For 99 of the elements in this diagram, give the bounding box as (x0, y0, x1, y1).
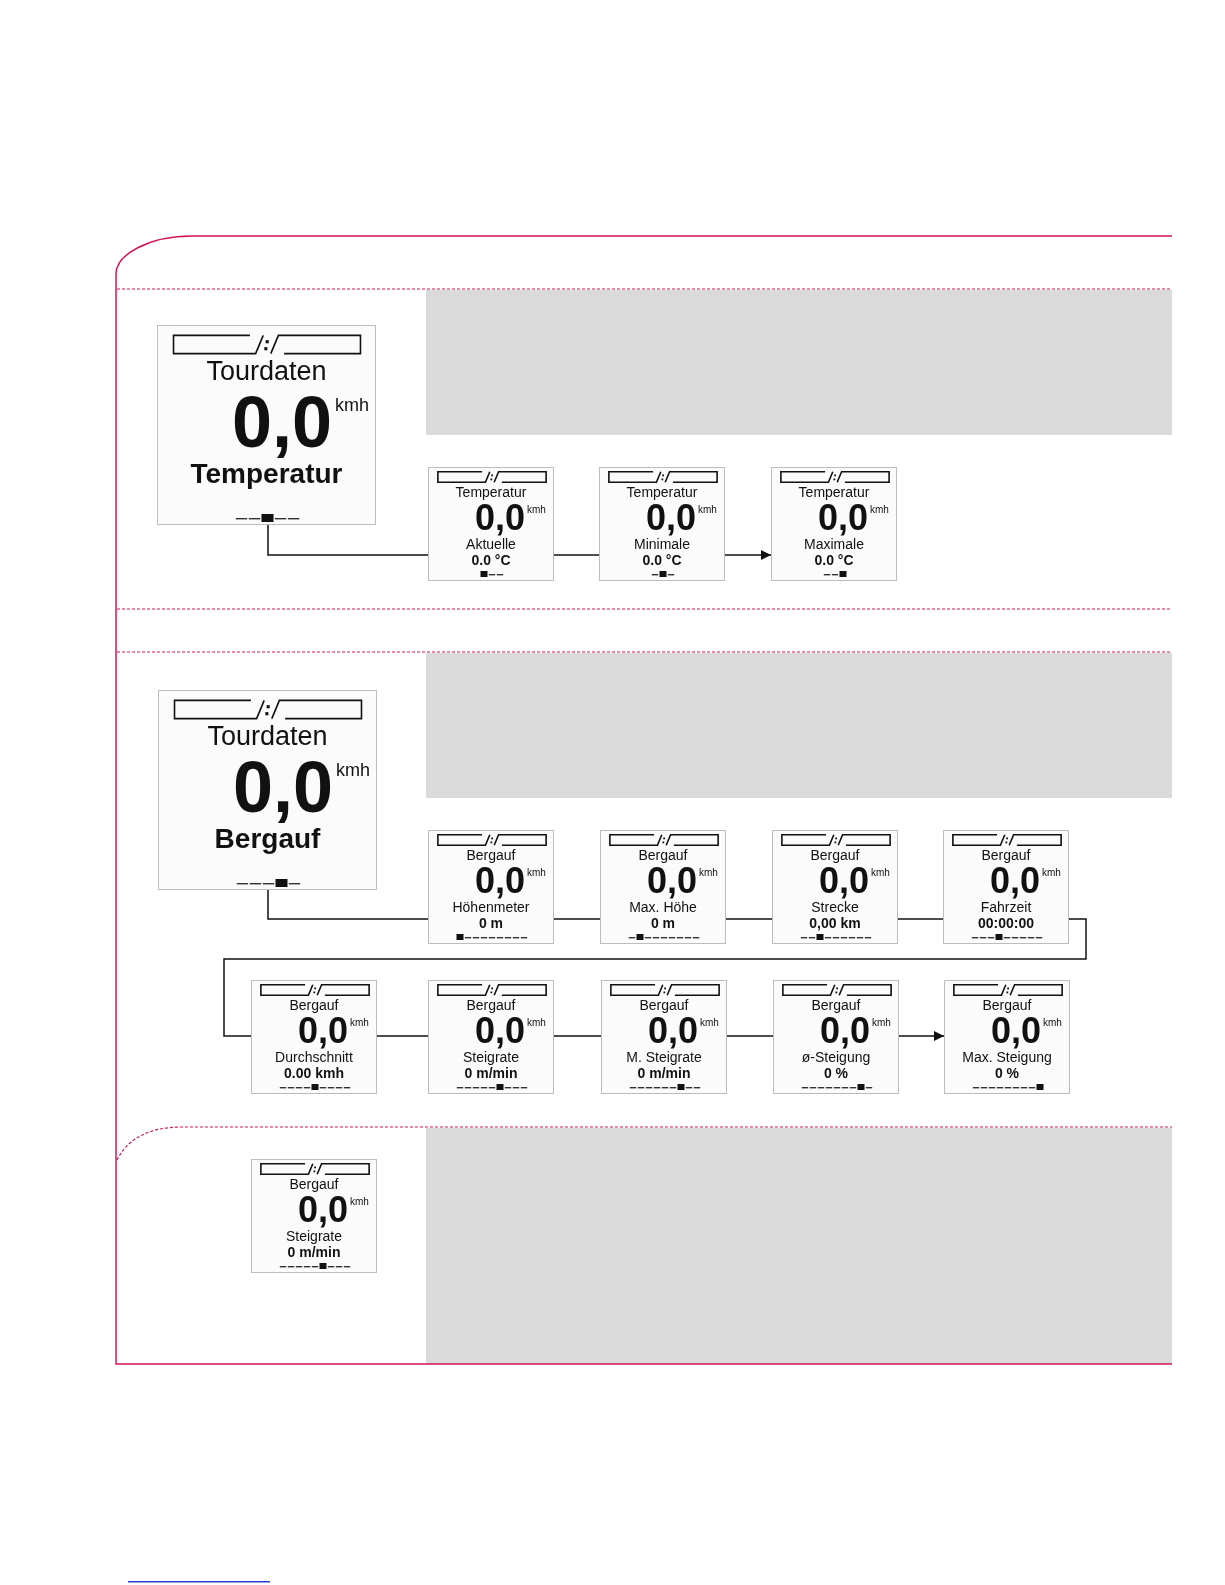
connector-line (553, 554, 600, 556)
connector-line (376, 1035, 429, 1037)
speed-unit: kmh (335, 396, 369, 414)
connector-line (725, 918, 773, 920)
arrow (724, 550, 772, 560)
display-title: Bergauf (639, 998, 689, 1012)
field-value: 0 m/min (287, 1245, 341, 1259)
field-label: Max. Steigung (962, 1050, 1052, 1064)
speed-unit: kmh (699, 868, 718, 878)
lcd-display (944, 980, 1070, 1094)
display-title: Bergauf (638, 848, 688, 862)
lcd-display (943, 830, 1069, 944)
speed-readout: 0,0 (233, 751, 334, 823)
speed-readout: 0,0 (646, 500, 697, 536)
field-label: Max. Höhe (629, 900, 697, 914)
field-value: 0.0 °C (814, 553, 854, 567)
speed-readout: 0,0 (820, 1013, 871, 1049)
lcd-display (771, 467, 897, 581)
speed-readout: 0,0 (647, 863, 698, 899)
lcd-display (601, 980, 727, 1094)
display-title: Temperatur (626, 485, 698, 499)
field-label: Höhenmeter (452, 900, 530, 914)
field-label: Maximale (804, 537, 864, 551)
speed-readout: 0,0 (475, 1013, 526, 1049)
speed-unit: kmh (527, 1018, 546, 1028)
speed-readout: 0,0 (818, 500, 869, 536)
field-label: Strecke (811, 900, 859, 914)
connector-line (726, 1035, 774, 1037)
speed-unit: kmh (1042, 868, 1061, 878)
display-title: Tourdaten (207, 723, 328, 750)
speed-readout: 0,0 (819, 863, 870, 899)
field-value: 0,00 km (809, 916, 861, 930)
speed-readout: 0,0 (648, 1013, 699, 1049)
lcd-display (600, 830, 726, 944)
speed-readout: 0,0 (990, 863, 1041, 899)
lcd-display (599, 467, 725, 581)
display-title: Bergauf (466, 998, 516, 1012)
speed-unit: kmh (527, 868, 546, 878)
speed-unit: kmh (871, 868, 890, 878)
display-title: Bergauf (289, 1177, 339, 1191)
lcd-display (158, 690, 377, 890)
field-value: 0 m/min (637, 1066, 691, 1080)
display-title: Bergauf (810, 848, 860, 862)
connector-line (553, 1035, 602, 1037)
display-title: Bergauf (981, 848, 1031, 862)
field-label: Steigrate (286, 1229, 342, 1243)
speed-readout: 0,0 (232, 386, 333, 458)
speed-unit: kmh (527, 505, 546, 515)
field-value: 0.00 kmh (284, 1066, 344, 1080)
speed-unit: kmh (700, 1018, 719, 1028)
field-label: Fahrzeit (980, 900, 1032, 914)
field-label: Steigrate (463, 1050, 519, 1064)
connector-line (267, 889, 429, 920)
field-value: 0 m (650, 916, 676, 930)
mode-label: Temperatur (190, 460, 343, 488)
field-value: 0.0 °C (642, 553, 682, 567)
speed-readout: 0,0 (298, 1192, 349, 1228)
field-label: Durchschnitt (275, 1050, 353, 1064)
field-value: 00:00:00 (978, 916, 1034, 930)
display-title: Temperatur (798, 485, 870, 499)
lcd-display (157, 325, 376, 525)
field-label: Minimale (634, 537, 690, 551)
lcd-display (251, 980, 377, 1094)
lcd-display (428, 830, 554, 944)
speed-readout: 0,0 (991, 1013, 1042, 1049)
display-title: Bergauf (982, 998, 1032, 1012)
speed-unit: kmh (698, 505, 717, 515)
field-value: 0 m (478, 916, 504, 930)
speed-unit: kmh (870, 505, 889, 515)
display-title: Bergauf (289, 998, 339, 1012)
lcd-display (428, 467, 554, 581)
display-title: Temperatur (455, 485, 527, 499)
mode-label: Bergauf (214, 825, 321, 853)
speed-readout: 0,0 (475, 500, 526, 536)
speed-readout: 0,0 (475, 863, 526, 899)
speed-unit: kmh (1043, 1018, 1062, 1028)
display-title: Bergauf (811, 998, 861, 1012)
lcd-display (773, 980, 899, 1094)
connector-line (897, 918, 944, 920)
field-label: M. Steigrate (626, 1050, 702, 1064)
field-value: 0 % (994, 1066, 1020, 1080)
speed-unit: kmh (350, 1197, 369, 1207)
connector-line (267, 524, 429, 556)
field-value: 0 % (823, 1066, 849, 1080)
speed-unit: kmh (336, 761, 370, 779)
field-label: Aktuelle (466, 537, 516, 551)
lcd-display (772, 830, 898, 944)
field-value: 0 m/min (464, 1066, 518, 1080)
lcd-display (428, 980, 554, 1094)
lcd-display (251, 1159, 377, 1273)
field-label: ø-Steigung (801, 1050, 871, 1064)
display-title: Bergauf (466, 848, 516, 862)
display-title: Tourdaten (206, 358, 327, 385)
field-value: 0.0 °C (471, 553, 511, 567)
speed-unit: kmh (350, 1018, 369, 1028)
speed-unit: kmh (872, 1018, 891, 1028)
arrow (898, 1031, 945, 1041)
connector-line (553, 918, 601, 920)
speed-readout: 0,0 (298, 1013, 349, 1049)
